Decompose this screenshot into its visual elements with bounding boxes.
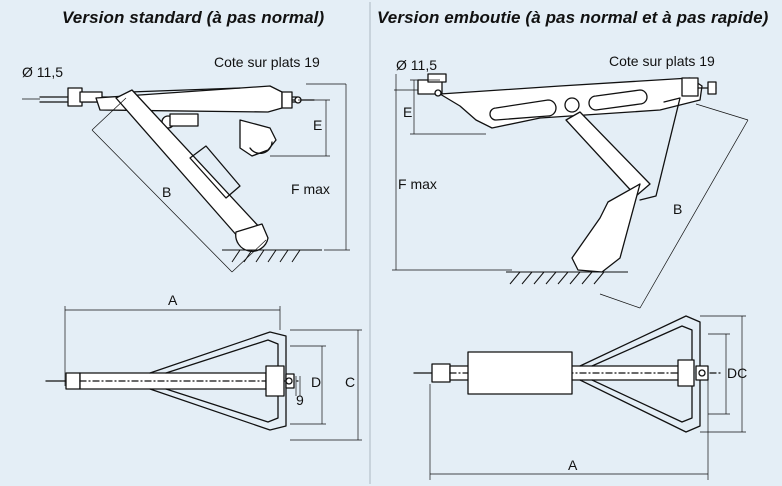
label-b-left: B	[162, 184, 171, 200]
label-a-left: A	[168, 292, 178, 308]
label-cote-right: Cote sur plats 19	[609, 53, 715, 69]
stamped-top-view	[413, 315, 746, 480]
title-stamped-version: Version emboutie (à pas normal et à pas …	[377, 8, 769, 27]
label-diameter-right: Ø 11,5	[396, 57, 437, 73]
label-e-left: E	[313, 117, 322, 133]
label-cote-left: Cote sur plats 19	[214, 54, 320, 70]
label-fmax-left: F max	[291, 181, 330, 197]
label-dc-right: DC	[727, 365, 747, 381]
stamped-side-view	[392, 73, 749, 309]
standard-top-view	[45, 306, 362, 441]
label-d-left: D	[311, 374, 321, 390]
label-e-right: E	[403, 104, 412, 120]
label-a-right: A	[568, 457, 578, 473]
standard-side-view	[22, 83, 350, 273]
label-b-right: B	[673, 201, 682, 217]
label-diameter-left: Ø 11,5	[22, 64, 63, 80]
title-standard-version: Version standard (à pas normal)	[62, 8, 325, 27]
label-fmax-right: F max	[398, 176, 437, 192]
panel-divider	[369, 2, 371, 484]
label-c-left: C	[345, 374, 355, 390]
label-nine-left: 9	[296, 392, 304, 408]
